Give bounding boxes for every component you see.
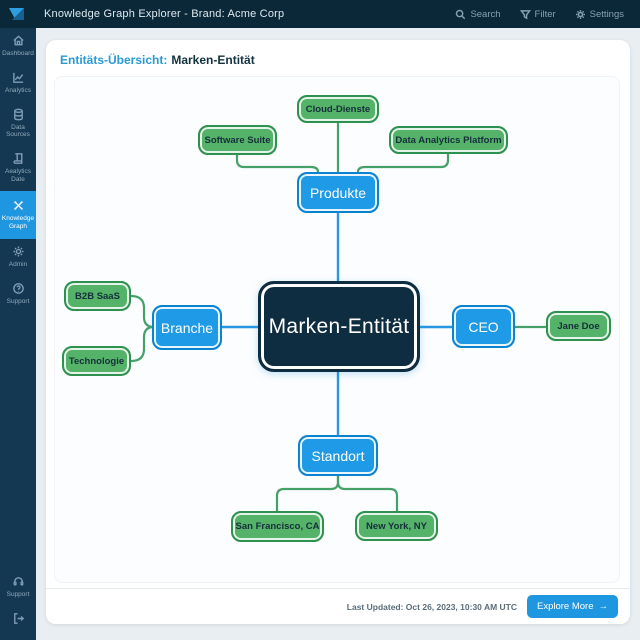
sidebar-item-analytics[interactable]: Analytics [0,65,36,102]
sidebar-item-label: Data Sources [6,123,30,139]
book-icon [12,153,22,165]
entity-node-cloud-dienste[interactable]: Cloud-Dienste [297,95,379,123]
arrow-right-icon: → [598,601,609,612]
question-circle-icon [12,283,24,295]
search-icon [456,9,466,19]
entity-node-san-francisco[interactable]: San Francisco, CA [231,511,324,542]
sidebar-item-admin[interactable]: Admin [0,239,36,276]
entity-node-software-suite[interactable]: Software Suite [198,125,277,155]
sidebar-item-label: Knowledge Graph [1,214,35,230]
topbar-actions: Search Filter Settings [455,9,624,20]
sidebar-item-knowledge-graph[interactable]: Knowledge Graph [0,190,36,240]
entity-node-technologie[interactable]: Technologie [62,346,131,376]
logout-button[interactable] [0,606,36,632]
top-bar: Knowledge Graph Explorer - Brand: Acme C… [0,0,640,28]
graph-nodes-icon [13,201,23,210]
window-title: Knowledge Graph Explorer - Brand: Acme C… [44,8,285,20]
settings-label: Settings [589,8,624,20]
sidebar-item-label: Dashboard [2,50,34,57]
explore-more-button[interactable]: Explore More → [527,595,618,618]
sidebar-item-label: Support [6,591,30,599]
sidebar-item-data-sources[interactable]: Data Sources [0,102,36,147]
filter-icon [519,9,531,19]
sidebar-item-label: Support [6,298,30,306]
entity-node-produkte[interactable]: Produkte [297,172,379,213]
page-title-prefix: Entitäts-Übersicht: [60,53,168,67]
sidebar-item-analytics-date[interactable]: Aealytics Date [0,146,36,191]
filter-label: Filter [534,8,556,20]
settings-button[interactable]: Settings [575,9,624,20]
explore-more-label: Explore More [537,601,594,612]
page-title: Entitäts-Übersicht:Marken-Entität [60,53,255,67]
sidebar-item-label: Admin [8,261,28,269]
sidebar-item-support-bottom[interactable]: Support [0,569,36,606]
sidebar-nav: Dashboard Analytics Data Sources Aealyti… [0,28,36,640]
entity-node-b2b-saas[interactable]: B2B SaaS [64,281,131,311]
logout-icon [13,613,24,624]
sidebar-spacer [0,313,36,569]
sidebar-item-support[interactable]: Support [0,276,36,313]
headset-icon [13,577,23,586]
entity-node-data-analytics-platform[interactable]: Data Analytics Platform [389,126,508,154]
home-icon [12,35,24,46]
card-footer: Last Updated: Oct 26, 2023, 10:30 AM UTC… [46,588,630,624]
filter-button[interactable]: Filter [519,8,556,20]
gear-icon [12,246,24,257]
last-updated-text: Last Updated: Oct 26, 2023, 10:30 AM UTC [346,601,517,612]
sidebar-item-dashboard[interactable]: Dashboard [0,28,36,65]
main-content: Entitäts-Übersicht:Marken-Entität [36,28,640,640]
entity-node-standort[interactable]: Standort [298,435,378,476]
entity-node-marken-entitaet[interactable]: Marken-Entität [258,281,420,372]
graph-card: Entitäts-Übersicht:Marken-Entität [46,40,630,624]
diagram-edges [129,121,548,513]
app-logo-icon [9,8,24,20]
entity-node-ceo[interactable]: CEO [452,305,515,348]
gear-icon [575,9,585,19]
sidebar-item-label: Aealytics Date [4,168,31,183]
sidebar-item-label: Analytics [4,86,31,94]
entity-node-new-york[interactable]: New York, NY [355,511,438,541]
entity-node-jane-doe[interactable]: Jane Doe [546,311,611,341]
line-chart-icon [12,72,23,83]
database-icon [13,108,23,120]
search-label: Search [470,8,501,20]
search-button[interactable]: Search [455,8,501,20]
page-title-entity: Marken-Entität [171,53,255,67]
entity-node-branche[interactable]: Branche [152,305,222,350]
